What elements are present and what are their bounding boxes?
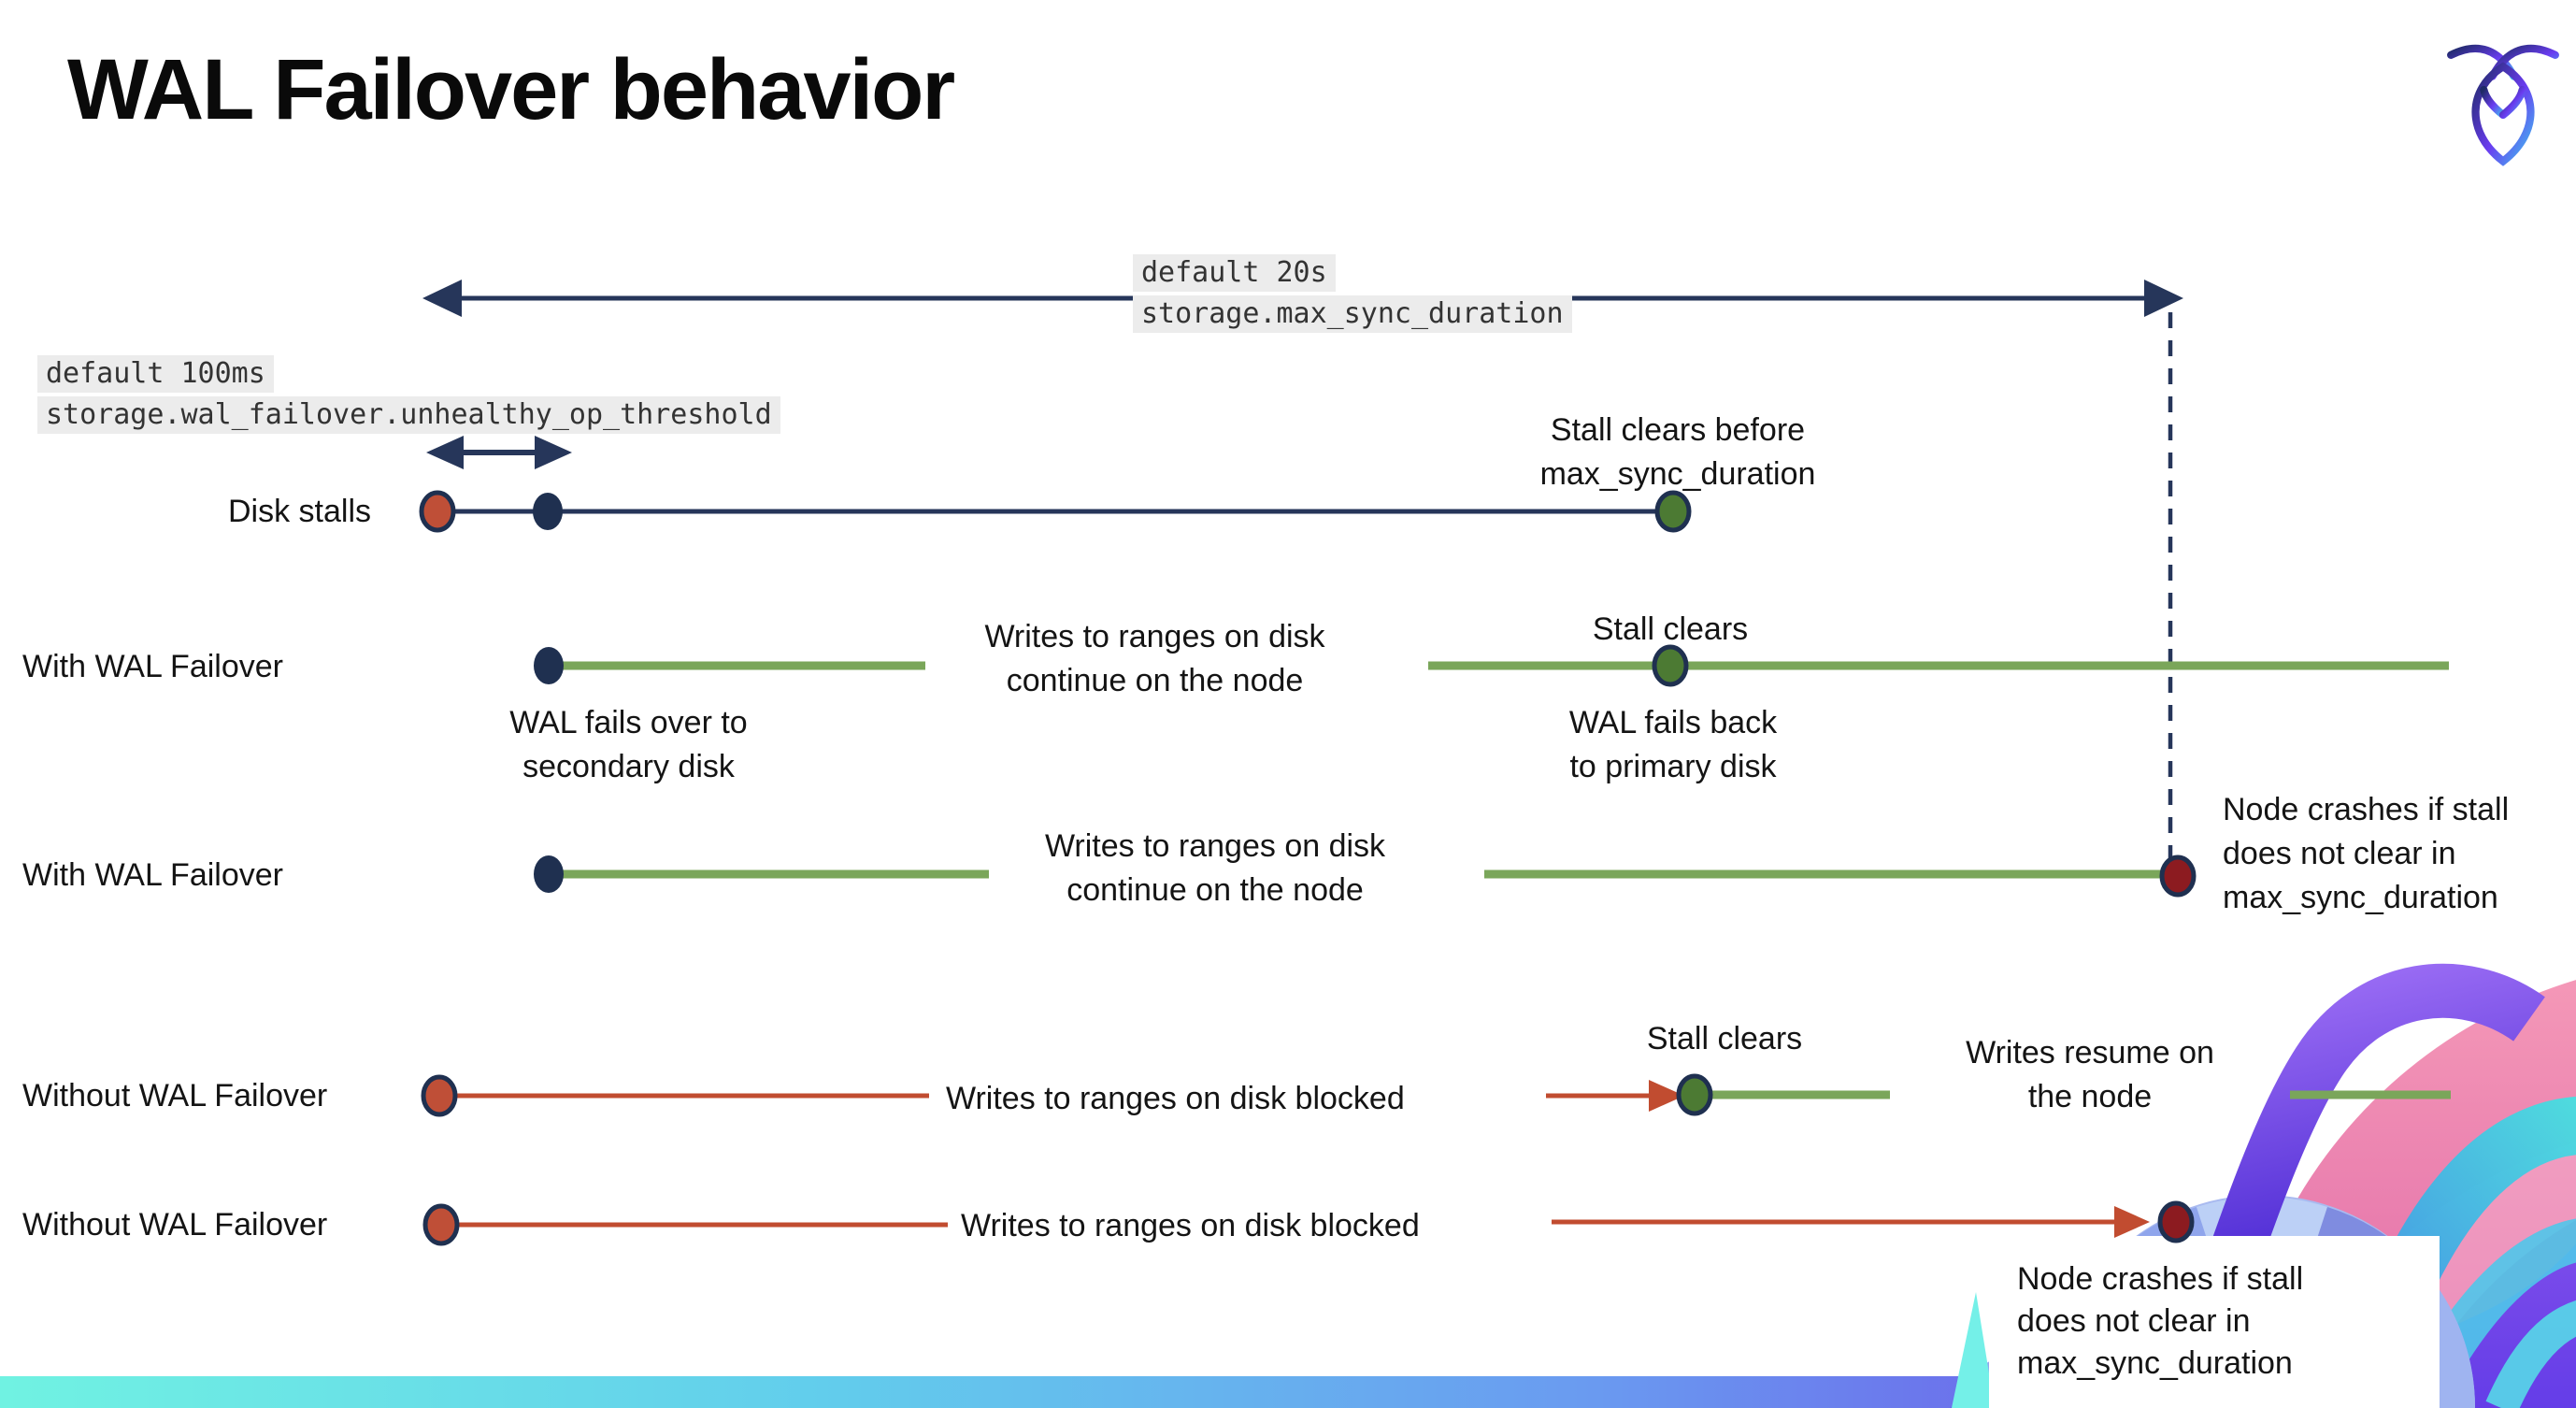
stall-clears-dot bbox=[1654, 490, 1692, 533]
setting-name: storage.wal_failover.unhealthy_op_thresh… bbox=[37, 396, 780, 434]
setting-default-value: default 100ms bbox=[37, 355, 274, 393]
threshold-dot bbox=[533, 493, 563, 530]
node-crashes-annotation-row3: Node crashes if stall does not clear in … bbox=[2223, 792, 2510, 915]
setting-name: storage.max_sync_duration bbox=[1133, 295, 1572, 333]
max-sync-duration-setting-label: default 20s storage.max_sync_duration bbox=[1133, 254, 1572, 337]
unhealthy-op-threshold-arrow bbox=[426, 436, 572, 469]
arrowhead-right-icon bbox=[1649, 1080, 1684, 1112]
writes-resume-annotation: Writes resume on the node bbox=[1966, 1035, 2214, 1114]
stall-clears-before-annotation: Stall clears before max_sync_duration bbox=[1539, 412, 1816, 492]
writes-continue-annotation-row3: Writes to ranges on disk continue on the… bbox=[1044, 828, 1386, 908]
setting-default-value: default 20s bbox=[1133, 254, 1336, 292]
arrowhead-right-icon bbox=[535, 436, 572, 469]
stall-clears-annotation-row2: Stall clears bbox=[1592, 611, 1749, 647]
writes-continue-annotation-row2: Writes to ranges on disk continue on the… bbox=[984, 619, 1325, 698]
stall-clears-annotation-row4: Stall clears bbox=[1646, 1021, 1803, 1056]
stall-clears-dot bbox=[1676, 1073, 1713, 1116]
artwork-cyan-spike bbox=[1952, 1292, 1995, 1408]
failover-dot bbox=[534, 855, 564, 893]
unhealthy-op-threshold-setting-label: default 100ms storage.wal_failover.unhea… bbox=[37, 355, 780, 438]
stall-clears-dot bbox=[1652, 644, 1689, 687]
arrowhead-right-icon bbox=[2144, 280, 2183, 317]
row-label-disk-stalls: Disk stalls bbox=[228, 494, 372, 529]
wal-fails-back-annotation: WAL fails back to primary disk bbox=[1568, 705, 1778, 784]
cockroachdb-logo-icon bbox=[2447, 44, 2559, 166]
row-label-without-wal-failover-1: Without WAL Failover bbox=[22, 1078, 328, 1113]
artwork-cyan-arc-3 bbox=[2485, 1300, 2576, 1408]
timeline-row-disk-stalls bbox=[419, 490, 1692, 533]
row-label-without-wal-failover-2: Without WAL Failover bbox=[22, 1207, 328, 1243]
node-crashes-text-row5: Node crashes if stall does not clear in … bbox=[2017, 1261, 2304, 1381]
stall-start-dot bbox=[422, 1203, 460, 1246]
failover-dot bbox=[534, 647, 564, 684]
arrowhead-left-icon bbox=[422, 280, 462, 317]
node-crash-dot bbox=[2159, 855, 2197, 898]
page-title: WAL Failover behavior bbox=[67, 42, 955, 137]
row-label-with-wal-failover-2: With WAL Failover bbox=[22, 857, 283, 893]
arrowhead-left-icon bbox=[426, 436, 464, 469]
writes-blocked-annotation-row4: Writes to ranges on disk blocked bbox=[946, 1081, 1405, 1116]
row-label-with-wal-failover-1: With WAL Failover bbox=[22, 649, 283, 684]
stall-start-dot bbox=[421, 1074, 458, 1117]
wal-fails-over-annotation: WAL fails over to secondary disk bbox=[509, 705, 748, 784]
stall-start-dot bbox=[419, 490, 456, 533]
node-crash-callout-box: Node crashes if stall does not clear in … bbox=[1989, 1236, 2440, 1408]
timeline-row-with-failover-clears bbox=[534, 644, 2449, 687]
writes-blocked-annotation-row5: Writes to ranges on disk blocked bbox=[961, 1208, 1420, 1243]
